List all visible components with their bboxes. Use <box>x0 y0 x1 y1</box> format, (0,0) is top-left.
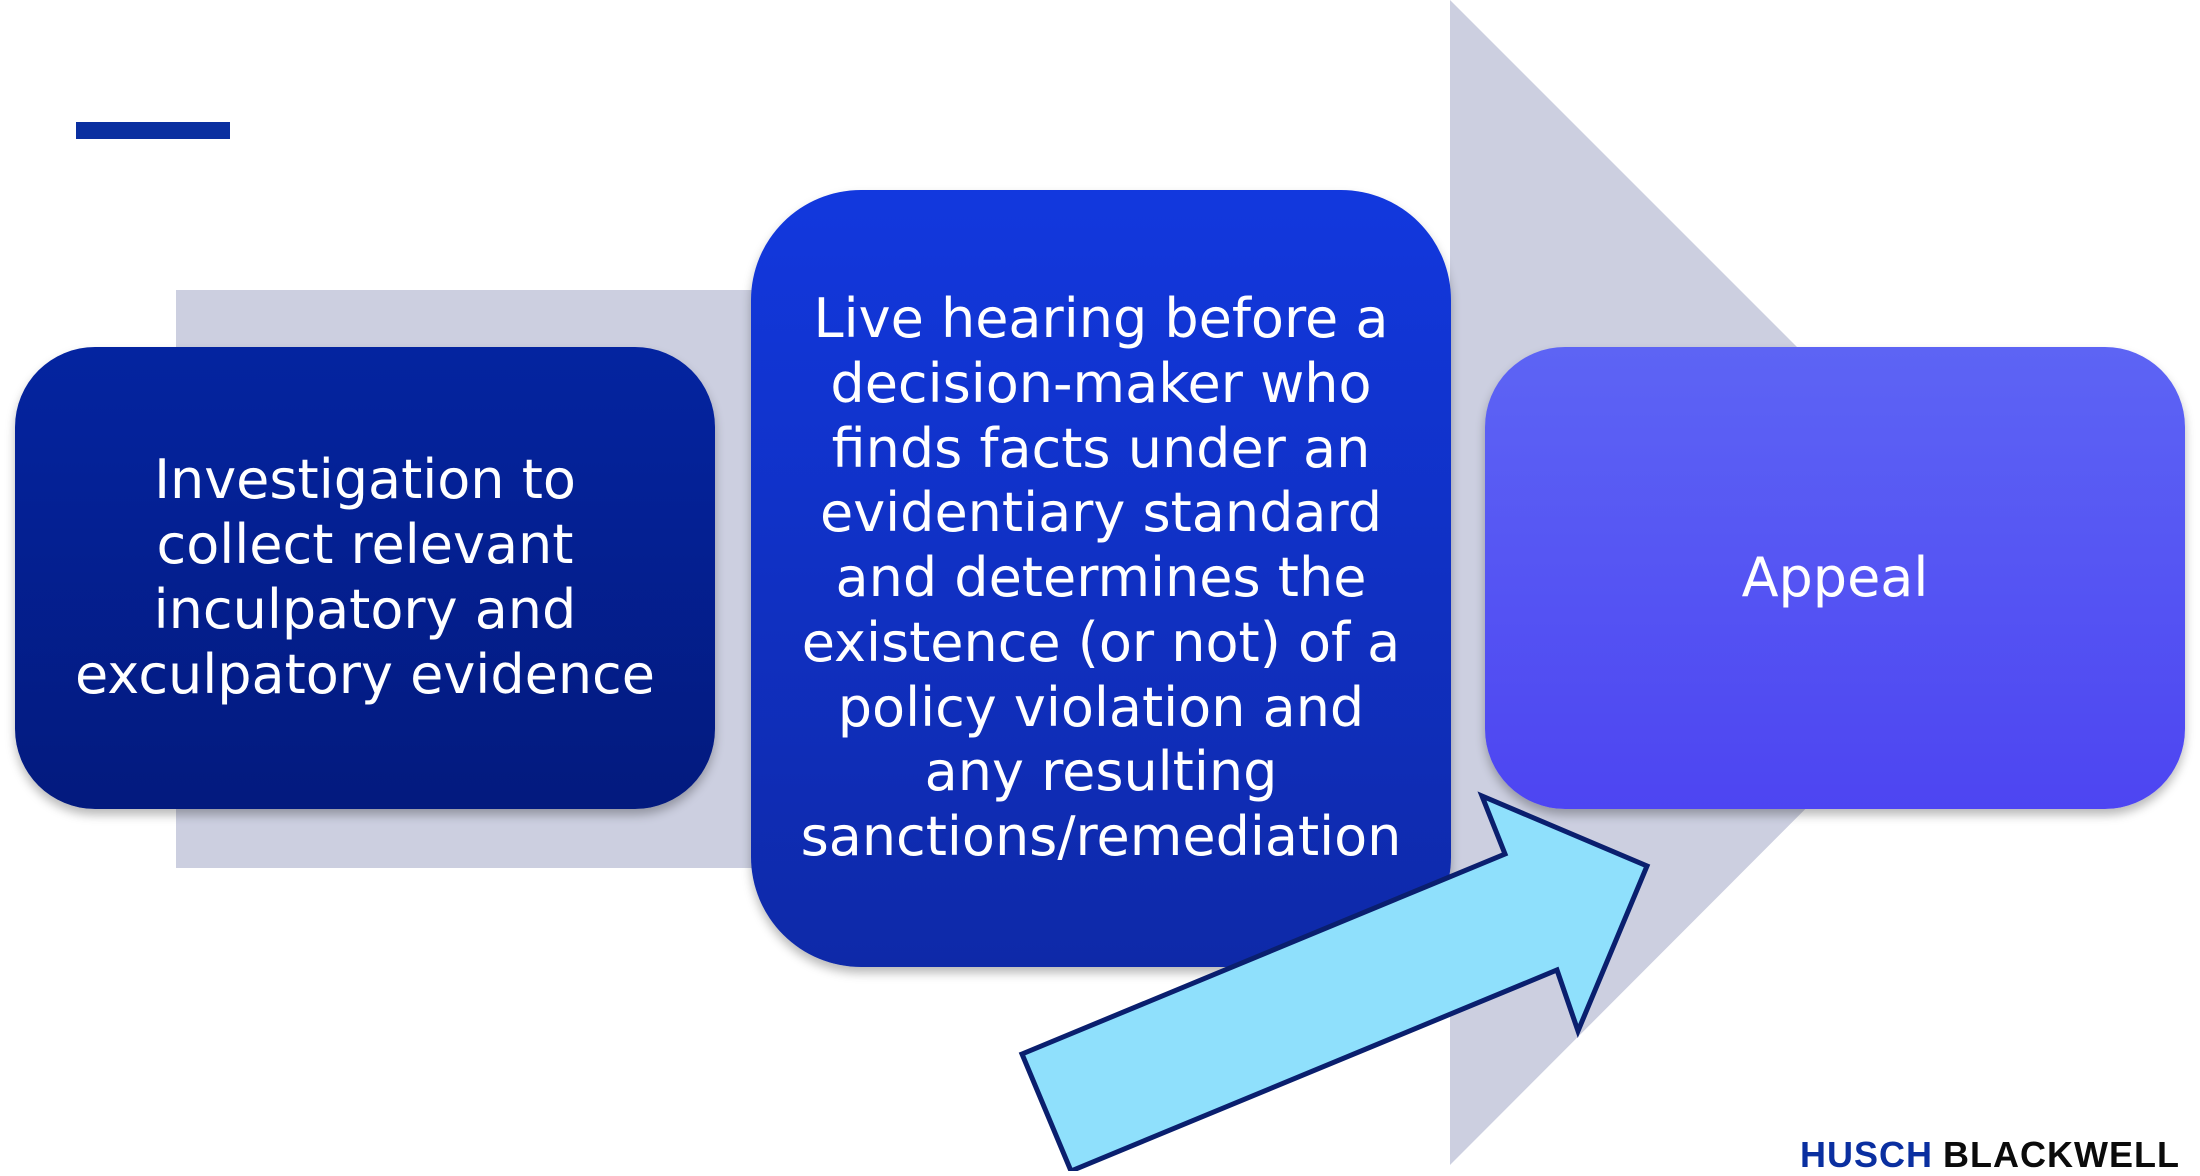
step-appeal-text: Appeal <box>1741 545 1929 609</box>
step-investigation-text: Investigation to collect relevant inculp… <box>75 448 655 706</box>
step-live-hearing-text: Live hearing before a decision-maker who… <box>800 286 1402 869</box>
step-appeal: Appeal <box>1485 347 2185 809</box>
step-live-hearing: Live hearing before a decision-maker who… <box>751 190 1451 967</box>
logo-part-husch: HUSCH <box>1800 1134 1934 1175</box>
step-investigation: Investigation to collect relevant inculp… <box>15 347 715 809</box>
logo-part-blackwell: BLACKWELL <box>1943 1134 2180 1175</box>
title-accent-bar <box>76 122 230 139</box>
